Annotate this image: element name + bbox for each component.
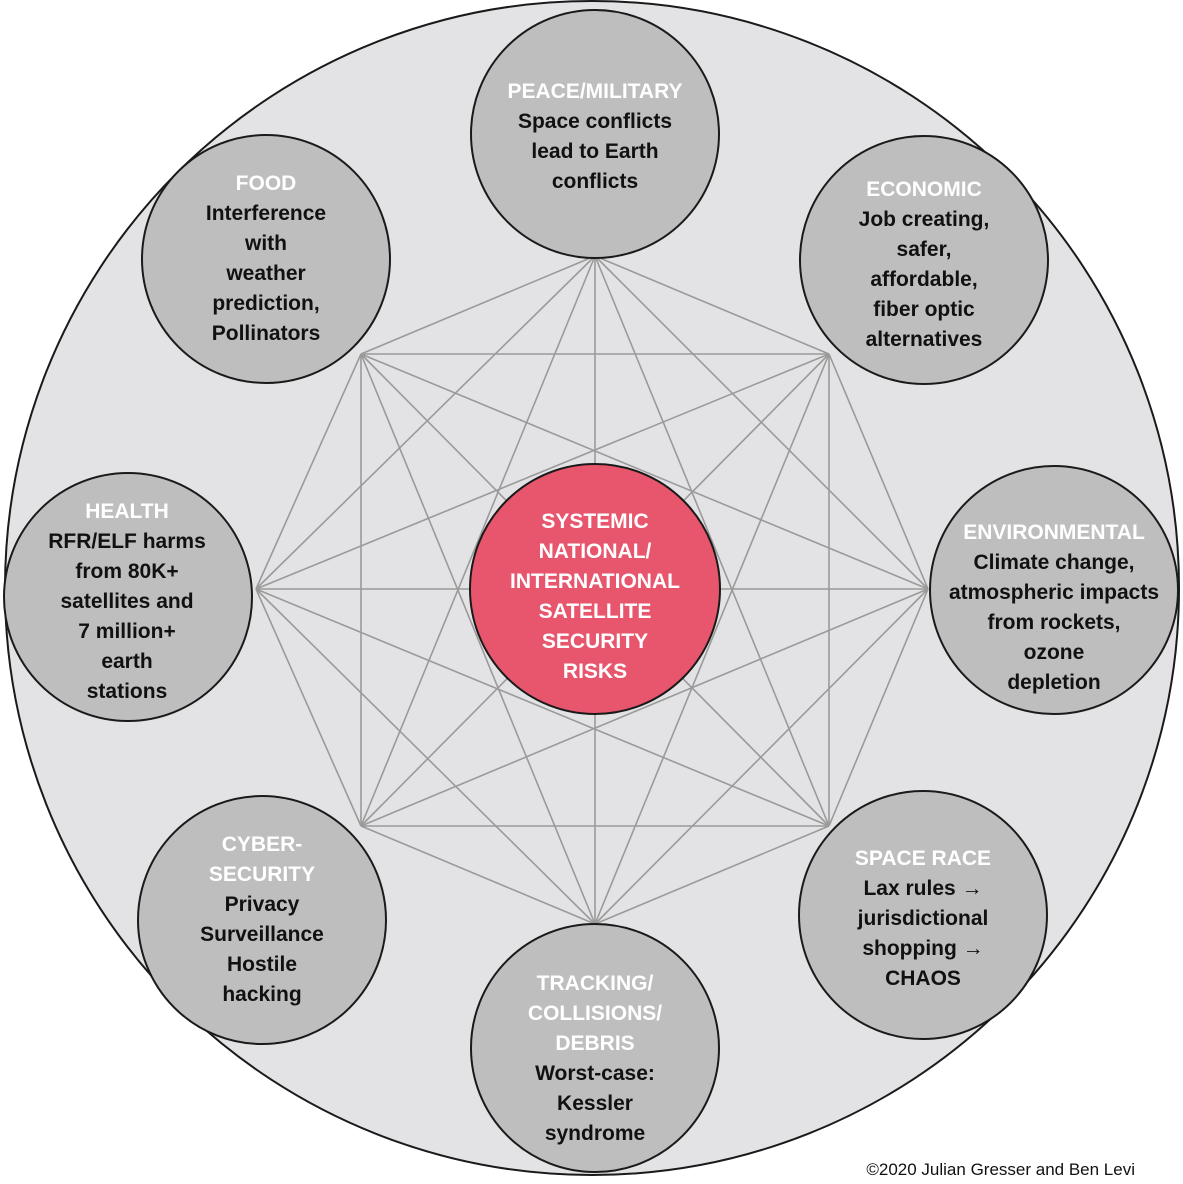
- node-health-text: HEALTH RFR/ELF harms from 80K+ satellite…: [9, 497, 245, 707]
- node-food: [141, 134, 391, 384]
- node-health: [3, 472, 253, 722]
- copyright-notice: ©2020 Julian Gresser and Ben Levi: [866, 1160, 1135, 1179]
- web-line: [828, 353, 929, 590]
- node-food-text: FOOD Interference with weather predictio…: [148, 169, 384, 349]
- node-economic-title: ECONOMIC: [866, 178, 982, 201]
- node-economic: [799, 135, 1049, 385]
- node-health-body: RFR/ELF harms from 80K+ satellites and 7…: [48, 530, 206, 703]
- web-line: [594, 255, 830, 827]
- node-peace-military: [470, 9, 720, 259]
- node-economic-text: ECONOMIC Job creating, safer, affordable…: [806, 175, 1042, 355]
- web-line: [255, 353, 362, 590]
- center-node: [469, 463, 721, 715]
- web-line: [594, 255, 830, 355]
- node-tracking-body: Worst-case: Kessler syndrome: [535, 1062, 655, 1145]
- web-line: [594, 825, 830, 925]
- web-line: [594, 353, 830, 925]
- node-space-race-body: Lax rules → jurisdictional shopping → CH…: [857, 877, 989, 990]
- node-environmental-text: ENVIRONMENTAL Climate change, atmospheri…: [934, 518, 1174, 698]
- web-line: [594, 588, 929, 925]
- web-line: [360, 353, 596, 925]
- web-line: [255, 588, 830, 827]
- node-food-title: FOOD: [235, 172, 297, 195]
- web-line: [255, 588, 596, 925]
- node-economic-body: Job creating, safer, affordable, fiber o…: [858, 208, 990, 351]
- node-tracking-text: TRACKING/ COLLISIONS/ DEBRIS Worst-case:…: [477, 969, 713, 1149]
- web-line: [255, 353, 830, 590]
- web-line: [360, 255, 596, 355]
- node-tracking-title: TRACKING/ COLLISIONS/ DEBRIS: [527, 972, 663, 1055]
- node-cybersecurity-body: Privacy Surveillance Hostile hacking: [200, 893, 324, 1006]
- web-line: [255, 588, 362, 827]
- node-health-title: HEALTH: [85, 500, 169, 523]
- node-peace-military-text: PEACE/MILITARY Space conflicts lead to E…: [477, 77, 713, 197]
- node-space-race: [798, 790, 1048, 1040]
- node-environmental-body: Climate change, atmospheric impacts from…: [948, 551, 1160, 694]
- node-tracking: [470, 923, 720, 1173]
- web-line: [360, 353, 929, 590]
- web-line: [255, 255, 596, 590]
- node-environmental-title: ENVIRONMENTAL: [963, 521, 1145, 544]
- node-space-race-text: SPACE RACE Lax rules → jurisdictional sh…: [805, 844, 1041, 994]
- node-food-body: Interference with weather prediction, Po…: [205, 202, 327, 345]
- web-line: [360, 825, 596, 925]
- web-line: [828, 588, 929, 827]
- node-cybersecurity: [137, 795, 387, 1045]
- node-space-race-title: SPACE RACE: [854, 847, 992, 870]
- node-cybersecurity-text: CYBER- SECURITY Privacy Surveillance Hos…: [144, 830, 380, 1010]
- node-peace-military-body: Space conflicts lead to Earth conflicts: [517, 110, 673, 193]
- node-cybersecurity-title: CYBER- SECURITY: [208, 833, 316, 886]
- node-peace-military-title: PEACE/MILITARY: [507, 80, 683, 103]
- node-environmental: [929, 465, 1179, 715]
- center-node-label: SYSTEMIC NATIONAL/ INTERNATIONAL SATELLI…: [510, 510, 680, 683]
